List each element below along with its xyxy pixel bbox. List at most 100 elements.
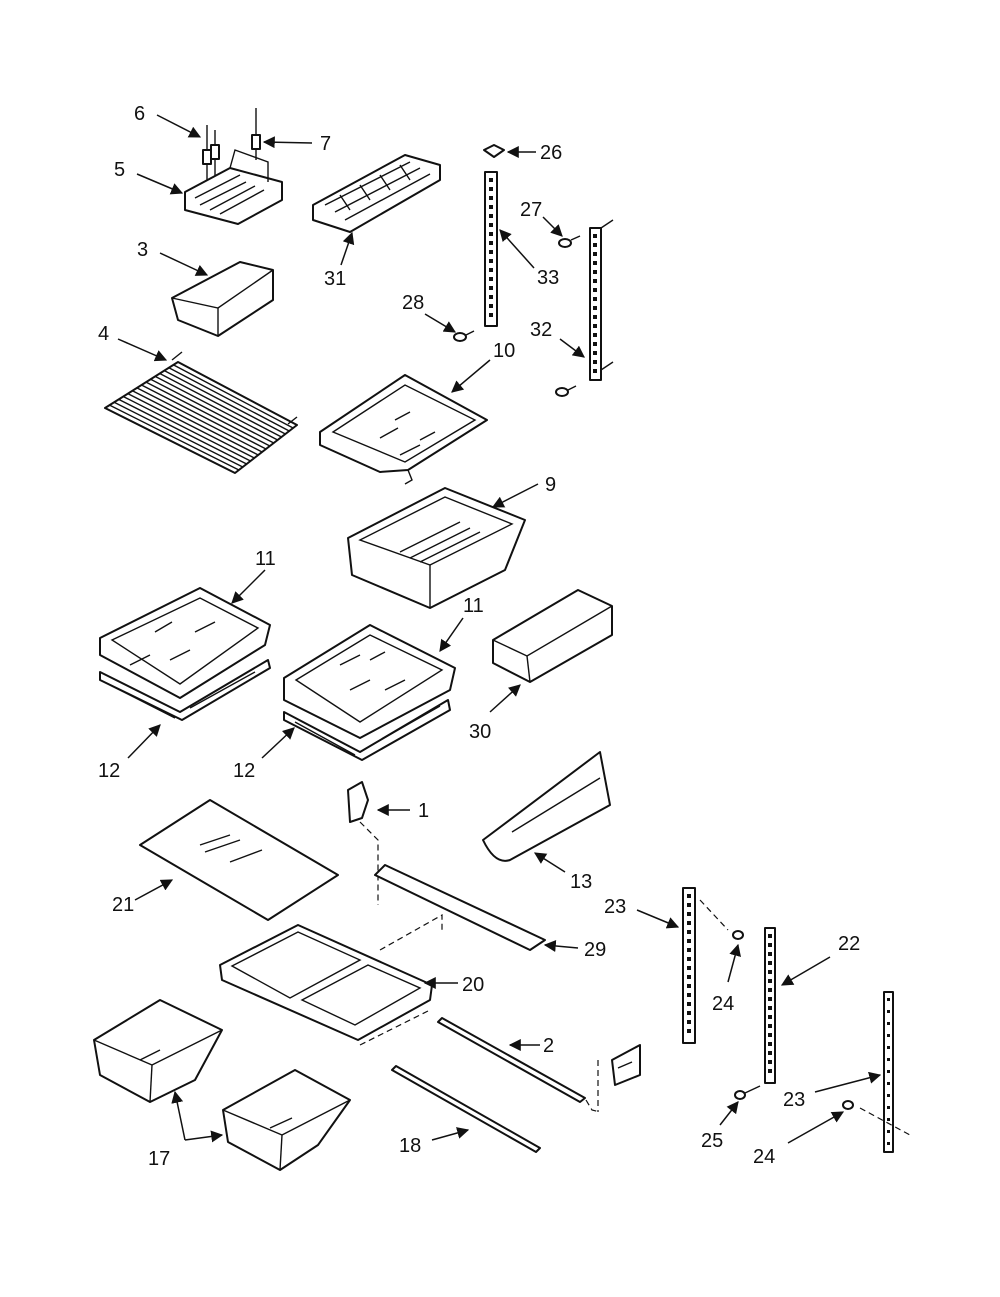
callout-29: 29: [584, 939, 606, 961]
rail-slot: [489, 313, 493, 317]
shelf-wire: [159, 372, 282, 438]
rail-slot: [768, 979, 772, 983]
rail-slot: [593, 270, 597, 274]
deflector-part: [482, 751, 611, 862]
callout-26: 26: [540, 142, 562, 164]
rail-slot: [687, 984, 691, 988]
shelf-wire: [163, 370, 286, 435]
rail-slot: [489, 187, 493, 191]
rail-slot: [768, 1060, 772, 1064]
cover-29-part: [374, 864, 546, 951]
cap-part: [483, 144, 505, 158]
callout-labels: 6 7 5 26 27 33 31 3 28 32 4 10 9 11 11 3…: [98, 103, 860, 1170]
rail-23-lower-part: [859, 991, 911, 1153]
rail-slot: [887, 1094, 890, 1097]
screw-27-part: [558, 235, 581, 248]
rail-slot: [489, 250, 493, 254]
shelf-wire: [118, 398, 247, 465]
rail-slot: [768, 1015, 772, 1019]
rail-slot: [489, 286, 493, 290]
glass-shelf-11-right-part: [283, 624, 456, 739]
callout-24-lower: 24: [753, 1146, 775, 1168]
callout-31: 31: [324, 268, 346, 290]
callout-30: 30: [469, 721, 491, 743]
callout-10: 10: [493, 340, 515, 362]
rail-slot: [593, 342, 597, 346]
callout-6: 6: [134, 103, 145, 125]
rail-slot: [593, 234, 597, 238]
shelf-frame-12-right-part: [283, 699, 451, 761]
rail-slot: [489, 232, 493, 236]
glass-shelf-10-part: [319, 374, 488, 485]
wire-shelf-part: [104, 351, 298, 474]
callout-11-right: 11: [463, 595, 484, 617]
callout-1: 1: [418, 800, 429, 822]
rail-slot: [887, 1022, 890, 1025]
callout-27: 27: [520, 199, 542, 221]
rail-slot: [687, 939, 691, 943]
rail-slot: [687, 948, 691, 952]
rail-slot: [489, 223, 493, 227]
shelf-wire: [145, 381, 271, 447]
rail-slot: [887, 1010, 890, 1013]
bracket-part: [597, 1044, 641, 1112]
screw-28-part: [453, 330, 475, 342]
rail-32-part: [589, 219, 614, 381]
screw-25-part: [734, 1085, 761, 1100]
screw-24-upper-part: [732, 930, 744, 940]
callout-28: 28: [402, 292, 424, 314]
rail-slot: [593, 261, 597, 265]
ice-bracket-part: [184, 149, 283, 225]
rail-slot: [687, 1002, 691, 1006]
rail-slot: [887, 1034, 890, 1037]
rail-slot: [768, 1033, 772, 1037]
rail-slot: [887, 1142, 890, 1145]
callout-23-lower: 23: [783, 1089, 805, 1111]
rail-slot: [489, 178, 493, 182]
drawer-17-left-part: [93, 999, 223, 1103]
rail-22-part: [764, 927, 776, 1084]
rail-slot: [768, 1051, 772, 1055]
door-bin-part: [492, 589, 613, 683]
rail-slot: [687, 966, 691, 970]
rail-slot: [687, 921, 691, 925]
rail-slot: [887, 1106, 890, 1109]
rail-slot: [768, 997, 772, 1001]
callout-13: 13: [570, 871, 592, 893]
callout-9: 9: [545, 474, 556, 496]
shelf-wire: [136, 387, 263, 453]
rail-slot: [687, 894, 691, 898]
rail-slot: [887, 1118, 890, 1121]
callout-33: 33: [537, 267, 559, 289]
rail-slot: [593, 279, 597, 283]
rod-18-part: [391, 1065, 541, 1153]
drawer-17-right-part: [222, 1069, 351, 1171]
rail-slot: [687, 975, 691, 979]
rail-slot: [489, 277, 493, 281]
crisper-drawer-part: [347, 487, 526, 609]
rail-slot: [887, 1070, 890, 1073]
rail-slot: [593, 324, 597, 328]
rail-slot: [593, 252, 597, 256]
callout-22: 22: [838, 933, 860, 955]
rail-slot: [489, 196, 493, 200]
rail-slot: [593, 297, 597, 301]
glass-panel-part: [139, 799, 339, 921]
rail-slot: [687, 903, 691, 907]
rail-slot: [768, 934, 772, 938]
rail-slot: [593, 288, 597, 292]
shelf-wire: [109, 404, 240, 471]
rail-slot: [687, 1020, 691, 1024]
leader-lines: [117, 114, 882, 1144]
rail-slot: [768, 970, 772, 974]
rail-slot: [489, 304, 493, 308]
shelf-wire: [122, 395, 251, 462]
callout-12-left: 12: [98, 760, 120, 782]
rail-slot: [593, 243, 597, 247]
rail-slot: [887, 1046, 890, 1049]
rail-slot: [593, 360, 597, 364]
rail-slot: [687, 1011, 691, 1015]
callout-17: 17: [148, 1148, 170, 1170]
rail-slot: [489, 259, 493, 263]
rail-slot: [593, 369, 597, 373]
